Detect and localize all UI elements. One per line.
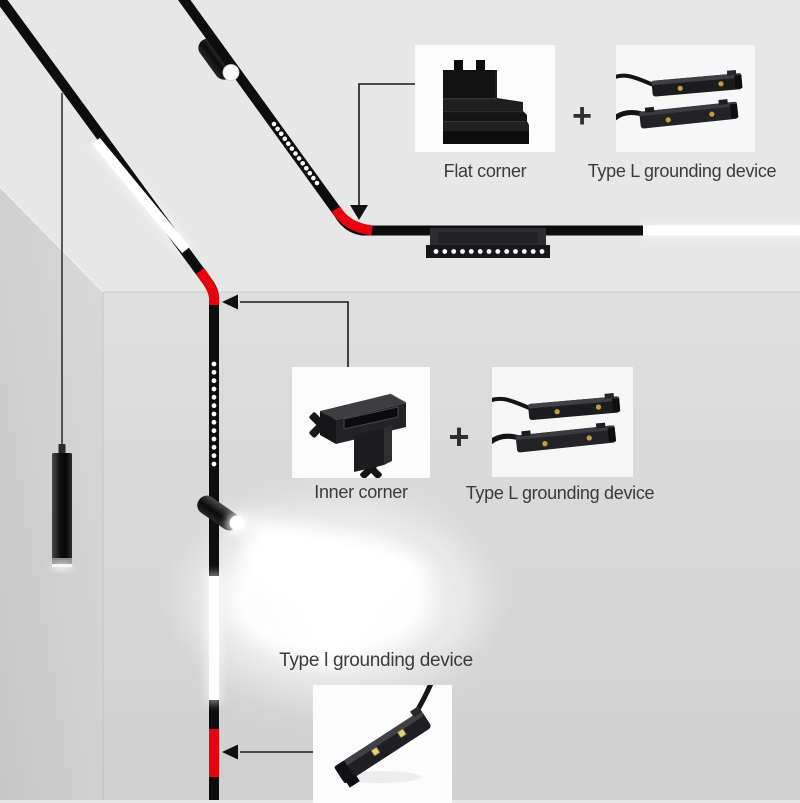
led-strip-wall xyxy=(211,361,217,467)
plus-sign: + xyxy=(448,416,470,457)
inner-corner-label: Inner corner xyxy=(314,482,408,502)
leader-flat-corner xyxy=(358,83,415,205)
pendant-light xyxy=(51,93,73,570)
arrow-left-icon xyxy=(222,744,238,760)
flat-corner-red-connector xyxy=(331,206,373,236)
light-beam xyxy=(185,500,485,700)
type-l-grounding-label-top: Type L grounding device xyxy=(587,161,777,181)
leader-lines xyxy=(240,83,415,753)
linear-light-ceiling-right xyxy=(643,225,800,236)
type-l-grounding-label-bottom: Type l grounding device xyxy=(279,650,473,671)
flat-corner-label: Flat corner xyxy=(443,161,527,181)
arrowheads xyxy=(222,205,368,760)
plus-sign: + xyxy=(572,97,592,135)
leader-inner-corner xyxy=(240,301,349,367)
inner-corner-image xyxy=(292,367,430,478)
ceiling-track xyxy=(178,0,800,258)
inner-corner-red-connector xyxy=(196,267,219,305)
type-l-grounding-label-middle: Type L grounding device xyxy=(465,483,655,503)
type-l-grounding-device-image xyxy=(492,367,633,477)
linear-light-ceiling-left xyxy=(92,137,190,254)
arrow-left-icon xyxy=(222,294,238,310)
spotlight-lens xyxy=(222,64,240,81)
grid-light xyxy=(426,228,550,258)
led-strip-ceiling xyxy=(271,121,320,186)
left-wall-ceiling-edge xyxy=(0,186,104,293)
left-wall-plane xyxy=(0,187,103,800)
grounding-red-connector xyxy=(209,729,219,777)
front-wall-plane xyxy=(0,187,800,800)
type-l-grounding-device-image-bottom xyxy=(313,685,452,803)
type-l-grounding-device-image xyxy=(616,45,755,152)
flat-corner-image xyxy=(415,45,555,152)
linear-light-wall xyxy=(209,576,219,700)
wall-track xyxy=(0,0,223,800)
spotlight-wall xyxy=(197,495,248,535)
arrow-down-icon xyxy=(350,205,368,220)
